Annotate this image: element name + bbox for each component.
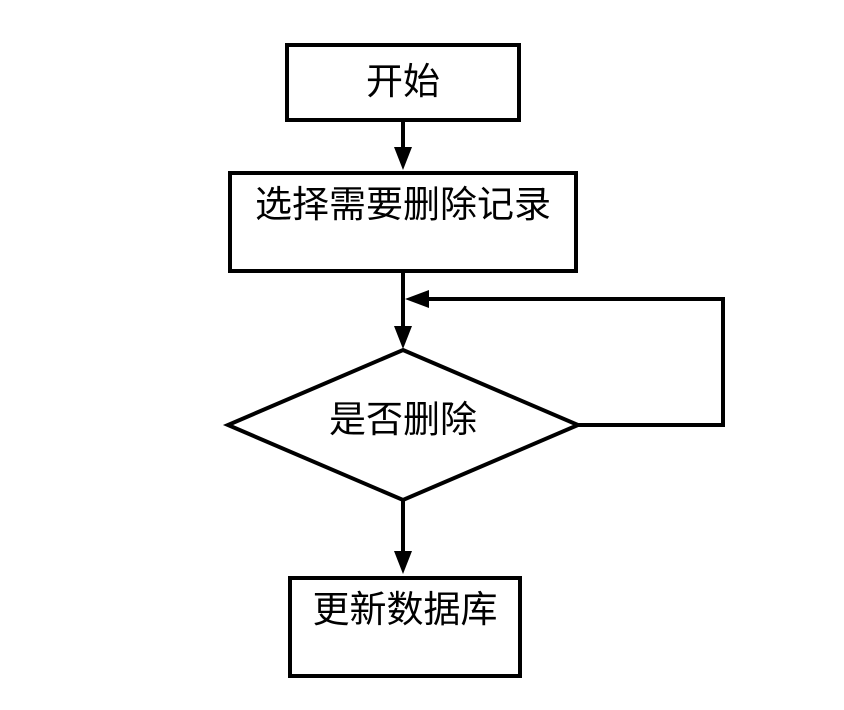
edge-select-decision-arrowhead: [394, 326, 412, 349]
node-start: 开始: [285, 43, 521, 122]
edge-decision-update-arrowhead: [394, 551, 412, 574]
node-start-label: 开始: [366, 61, 440, 103]
node-select-label: 选择需要删除记录: [255, 185, 551, 226]
edge-loop-back-line: [428, 297, 725, 427]
node-update: 更新数据库: [288, 576, 522, 678]
edge-loop-back-arrowhead: [405, 290, 429, 308]
node-update-label: 更新数据库: [312, 590, 498, 631]
node-select: 选择需要删除记录: [228, 171, 578, 273]
node-decision-label: 是否删除: [329, 400, 477, 441]
edge-start-select-arrowhead: [394, 147, 412, 170]
